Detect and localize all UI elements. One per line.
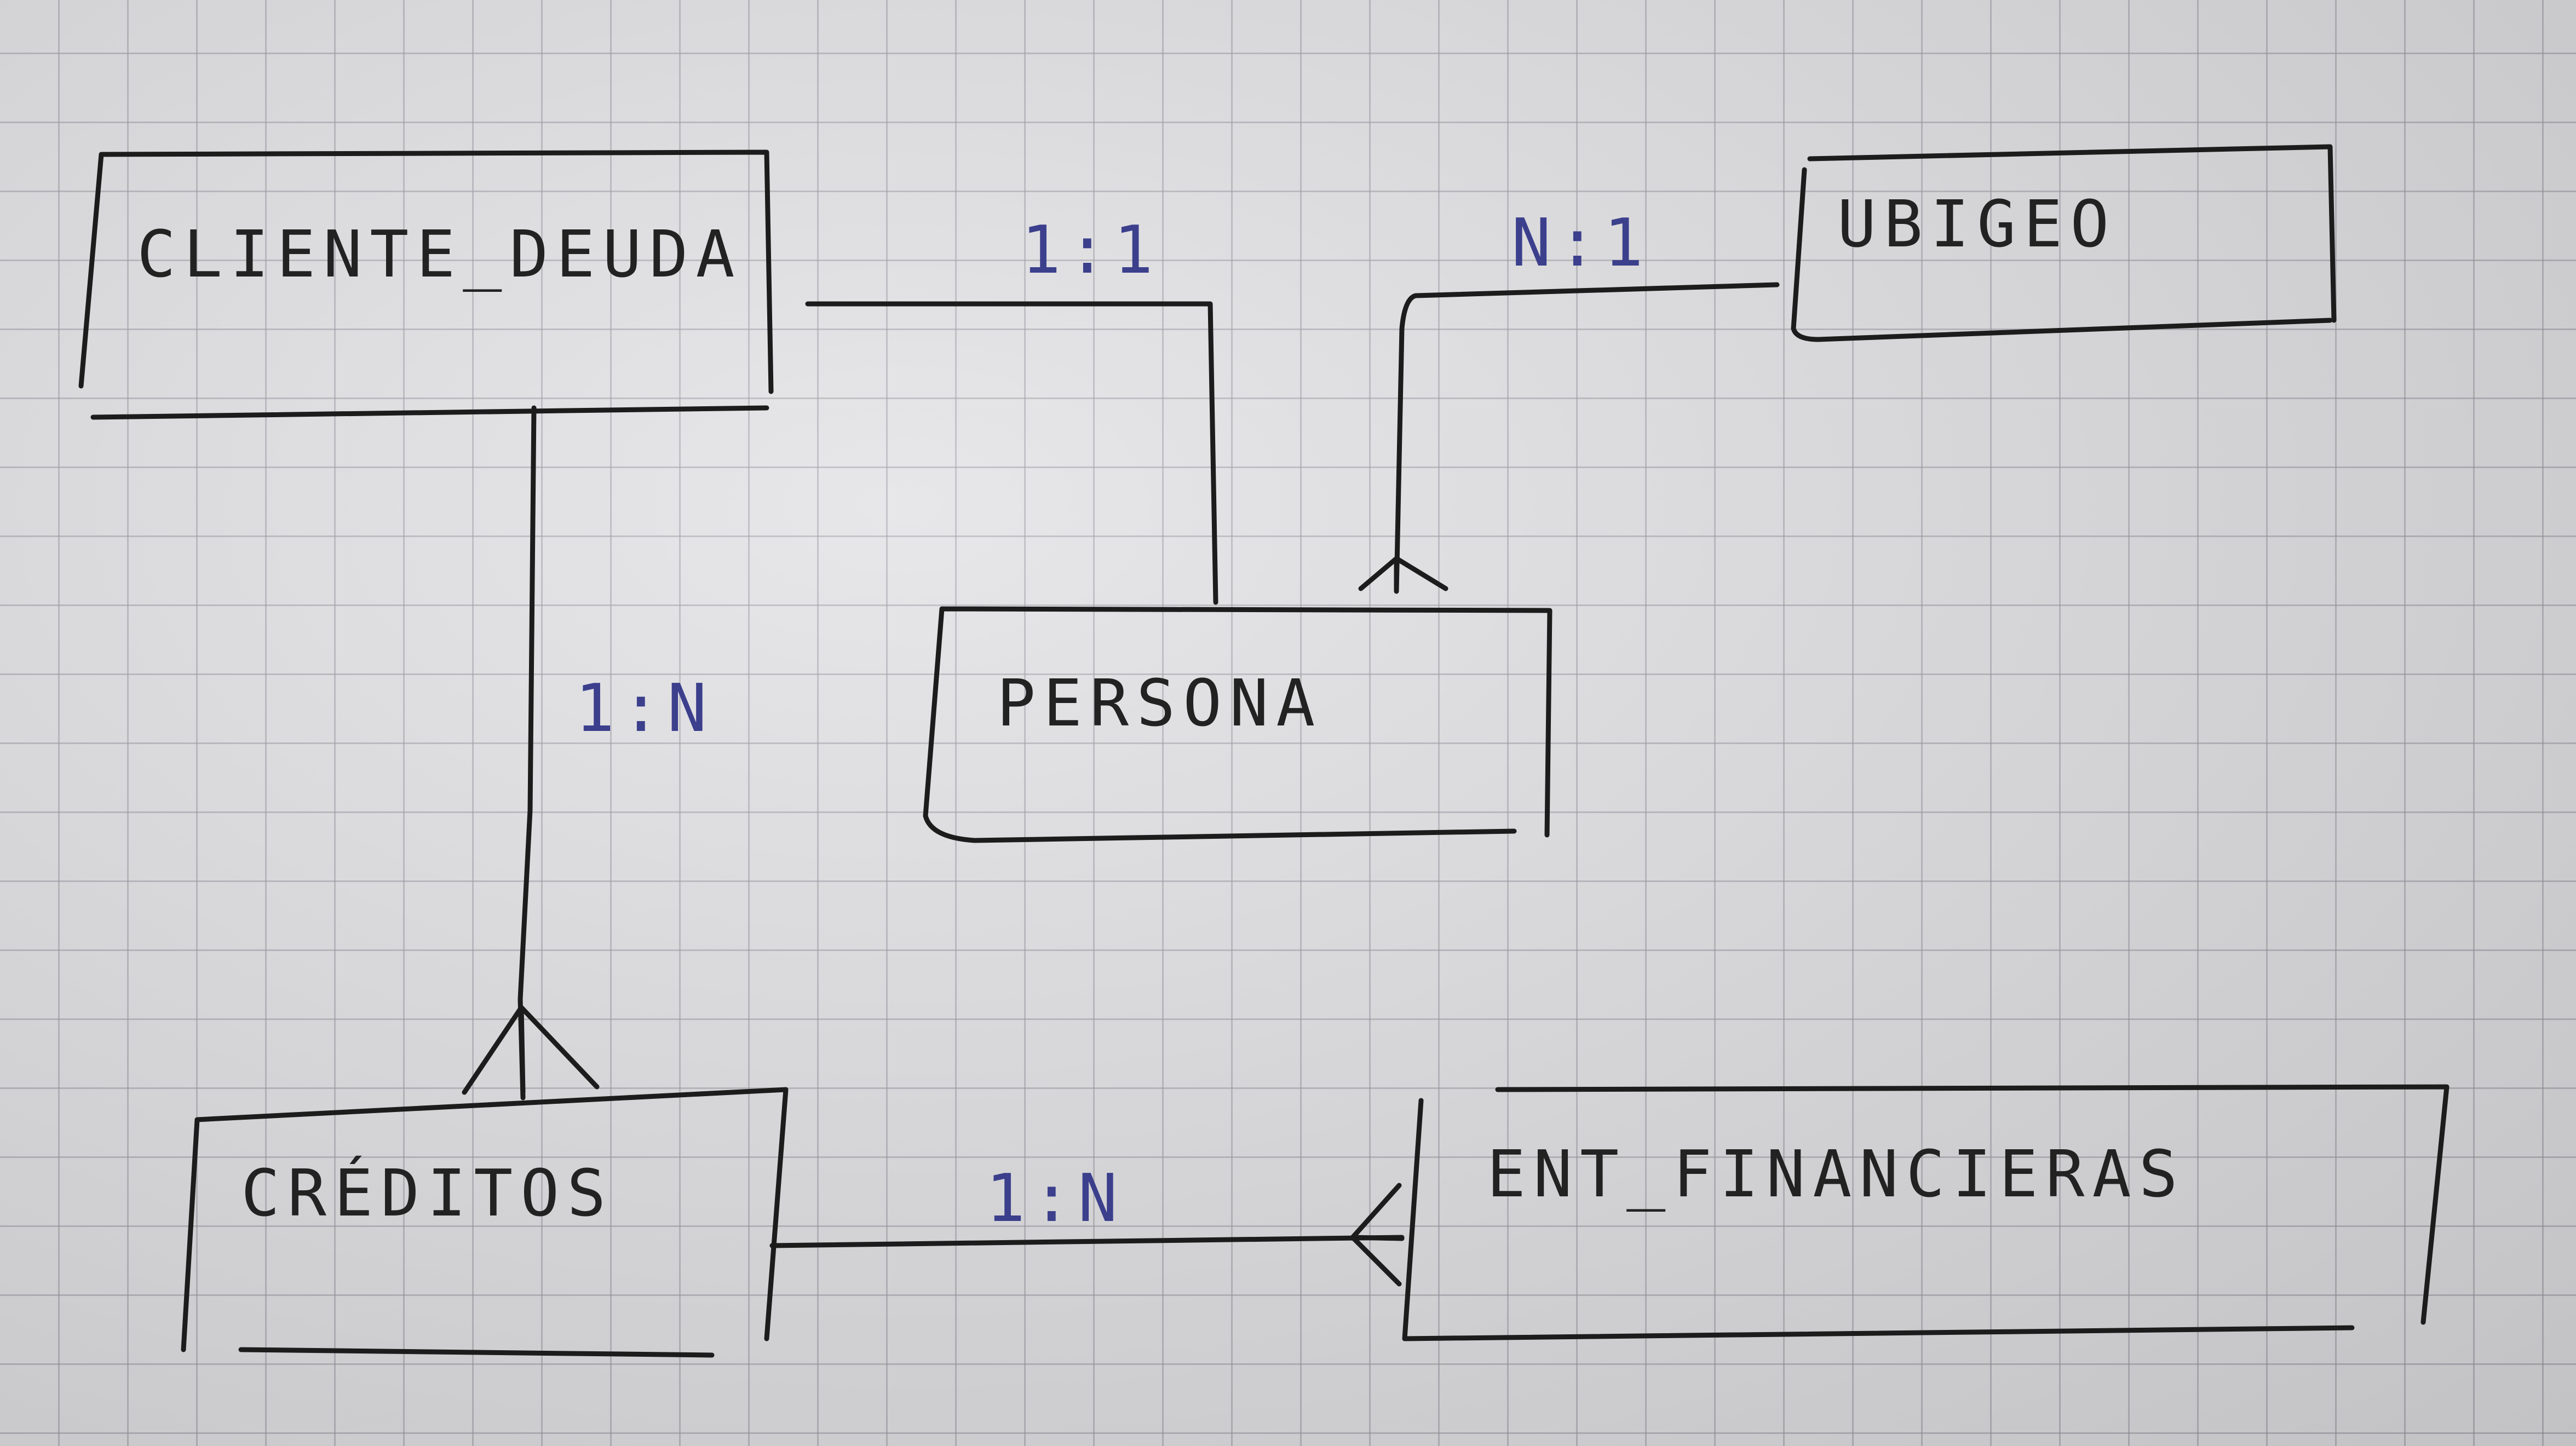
- cardinality-label-entfin-creditos: 1:N: [986, 1161, 1124, 1237]
- entity-label-ubigeo: UBIGEO: [1837, 186, 2117, 262]
- relationship-line-cliente-creditos: [462, 405, 600, 1101]
- relationship-line-entfin-creditos: [769, 1183, 1405, 1287]
- cardinality-label-ubigeo-persona: N:1: [1511, 205, 1650, 281]
- entity-box-persona: [923, 606, 1553, 843]
- entity-box-ent-financieras: [1402, 1084, 2450, 1341]
- relationship-line-ubigeo-persona: [1358, 282, 1780, 594]
- entity-label-persona: PERSONA: [997, 665, 1323, 741]
- entity-box-ubigeo: [1791, 144, 2337, 342]
- cardinality-label-cliente-creditos: 1:N: [575, 671, 714, 747]
- cardinality-label-cliente-persona: 1:1: [1021, 212, 1160, 289]
- entity-box-cliente-deuda: [78, 149, 774, 420]
- entity-box-creditos: [181, 1087, 789, 1358]
- entity-label-creditos: CRÉDITOS: [241, 1155, 614, 1231]
- entity-label-cliente-deuda: CLIENTE_DEUDA: [137, 216, 743, 292]
- relationship-line-cliente-persona: [805, 301, 1218, 605]
- entity-label-ent-financieras: ENT_FINANCIERAS: [1487, 1136, 2186, 1212]
